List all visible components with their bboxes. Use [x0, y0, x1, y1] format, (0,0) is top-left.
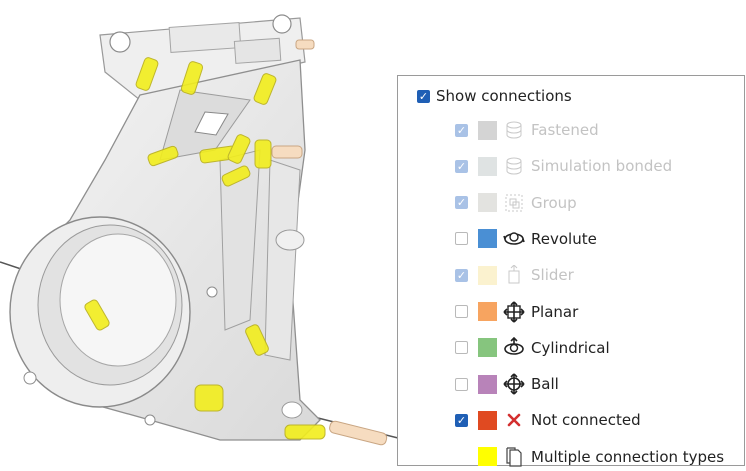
connection-label: Planar — [531, 302, 579, 321]
connection-label: Revolute — [531, 229, 597, 248]
checkbox[interactable] — [455, 377, 468, 391]
color-swatch — [478, 156, 497, 176]
connection-row-group[interactable]: ✓ Group — [455, 191, 577, 215]
color-swatch — [478, 193, 497, 213]
checkbox: ✓ — [455, 268, 468, 282]
connection-row-fastened[interactable]: ✓ Fastened — [455, 118, 599, 142]
connection-row-cylindrical[interactable]: Cylindrical — [455, 336, 610, 360]
document-icon — [503, 446, 525, 468]
color-swatch — [478, 229, 497, 249]
checkbox[interactable] — [455, 305, 468, 318]
color-swatch — [478, 302, 497, 321]
connection-row-ball[interactable]: Ball — [455, 372, 559, 396]
connection-label: Group — [531, 193, 577, 212]
connection-label: Not connected — [531, 411, 641, 430]
color-swatch — [478, 447, 497, 467]
color-swatch — [478, 410, 497, 430]
connection-label: Slider — [531, 266, 574, 285]
show-connections-row[interactable]: ✓ Show connections — [417, 84, 572, 108]
connection-row-planar[interactable]: Planar — [455, 300, 578, 324]
color-swatch — [478, 374, 497, 394]
show-connections-label: Show connections — [436, 87, 572, 105]
slider-icon — [503, 264, 525, 286]
color-swatch — [478, 338, 497, 358]
checkbox[interactable] — [455, 341, 468, 355]
group-dashed-icon — [503, 192, 525, 214]
connection-label: Multiple connection types — [531, 447, 725, 466]
checkbox[interactable]: ✓ — [455, 413, 468, 427]
connection-row-multiple-connection-types[interactable]: Multiple connection types — [455, 445, 724, 469]
connection-label: Ball — [531, 375, 559, 394]
connection-row-revolute[interactable]: Revolute — [455, 227, 597, 251]
planar-icon — [503, 300, 525, 323]
connections-panel: ✓ Show connections ✓ Fastened ✓ Simulation … — [397, 75, 745, 469]
connection-row-not-connected[interactable]: ✓ Not connected — [455, 408, 641, 432]
red-x-icon — [503, 409, 525, 431]
highlighted-fasteners — [84, 57, 326, 440]
fastened-cylinder-icon — [503, 119, 525, 141]
ball-icon — [503, 373, 525, 395]
cylindrical-icon — [503, 336, 525, 359]
checkbox: ✓ — [455, 196, 468, 210]
connection-row-slider[interactable]: ✓ Slider — [455, 263, 574, 287]
color-swatch — [478, 120, 497, 140]
connection-row-simulation-bonded[interactable]: ✓ Simulation bonded — [455, 154, 672, 178]
connection-label: Simulation bonded — [531, 157, 673, 176]
revolute-icon — [503, 228, 525, 250]
simulation-bonded-cylinder-icon — [503, 155, 525, 177]
checkbox: ✓ — [455, 159, 468, 173]
connection-label: Fastened — [531, 121, 599, 139]
show-connections-checkbox[interactable]: ✓ — [417, 89, 430, 103]
connection-label: Cylindrical — [531, 338, 610, 357]
checkbox[interactable] — [455, 232, 468, 246]
checkbox: ✓ — [455, 123, 468, 137]
color-swatch — [478, 265, 497, 285]
